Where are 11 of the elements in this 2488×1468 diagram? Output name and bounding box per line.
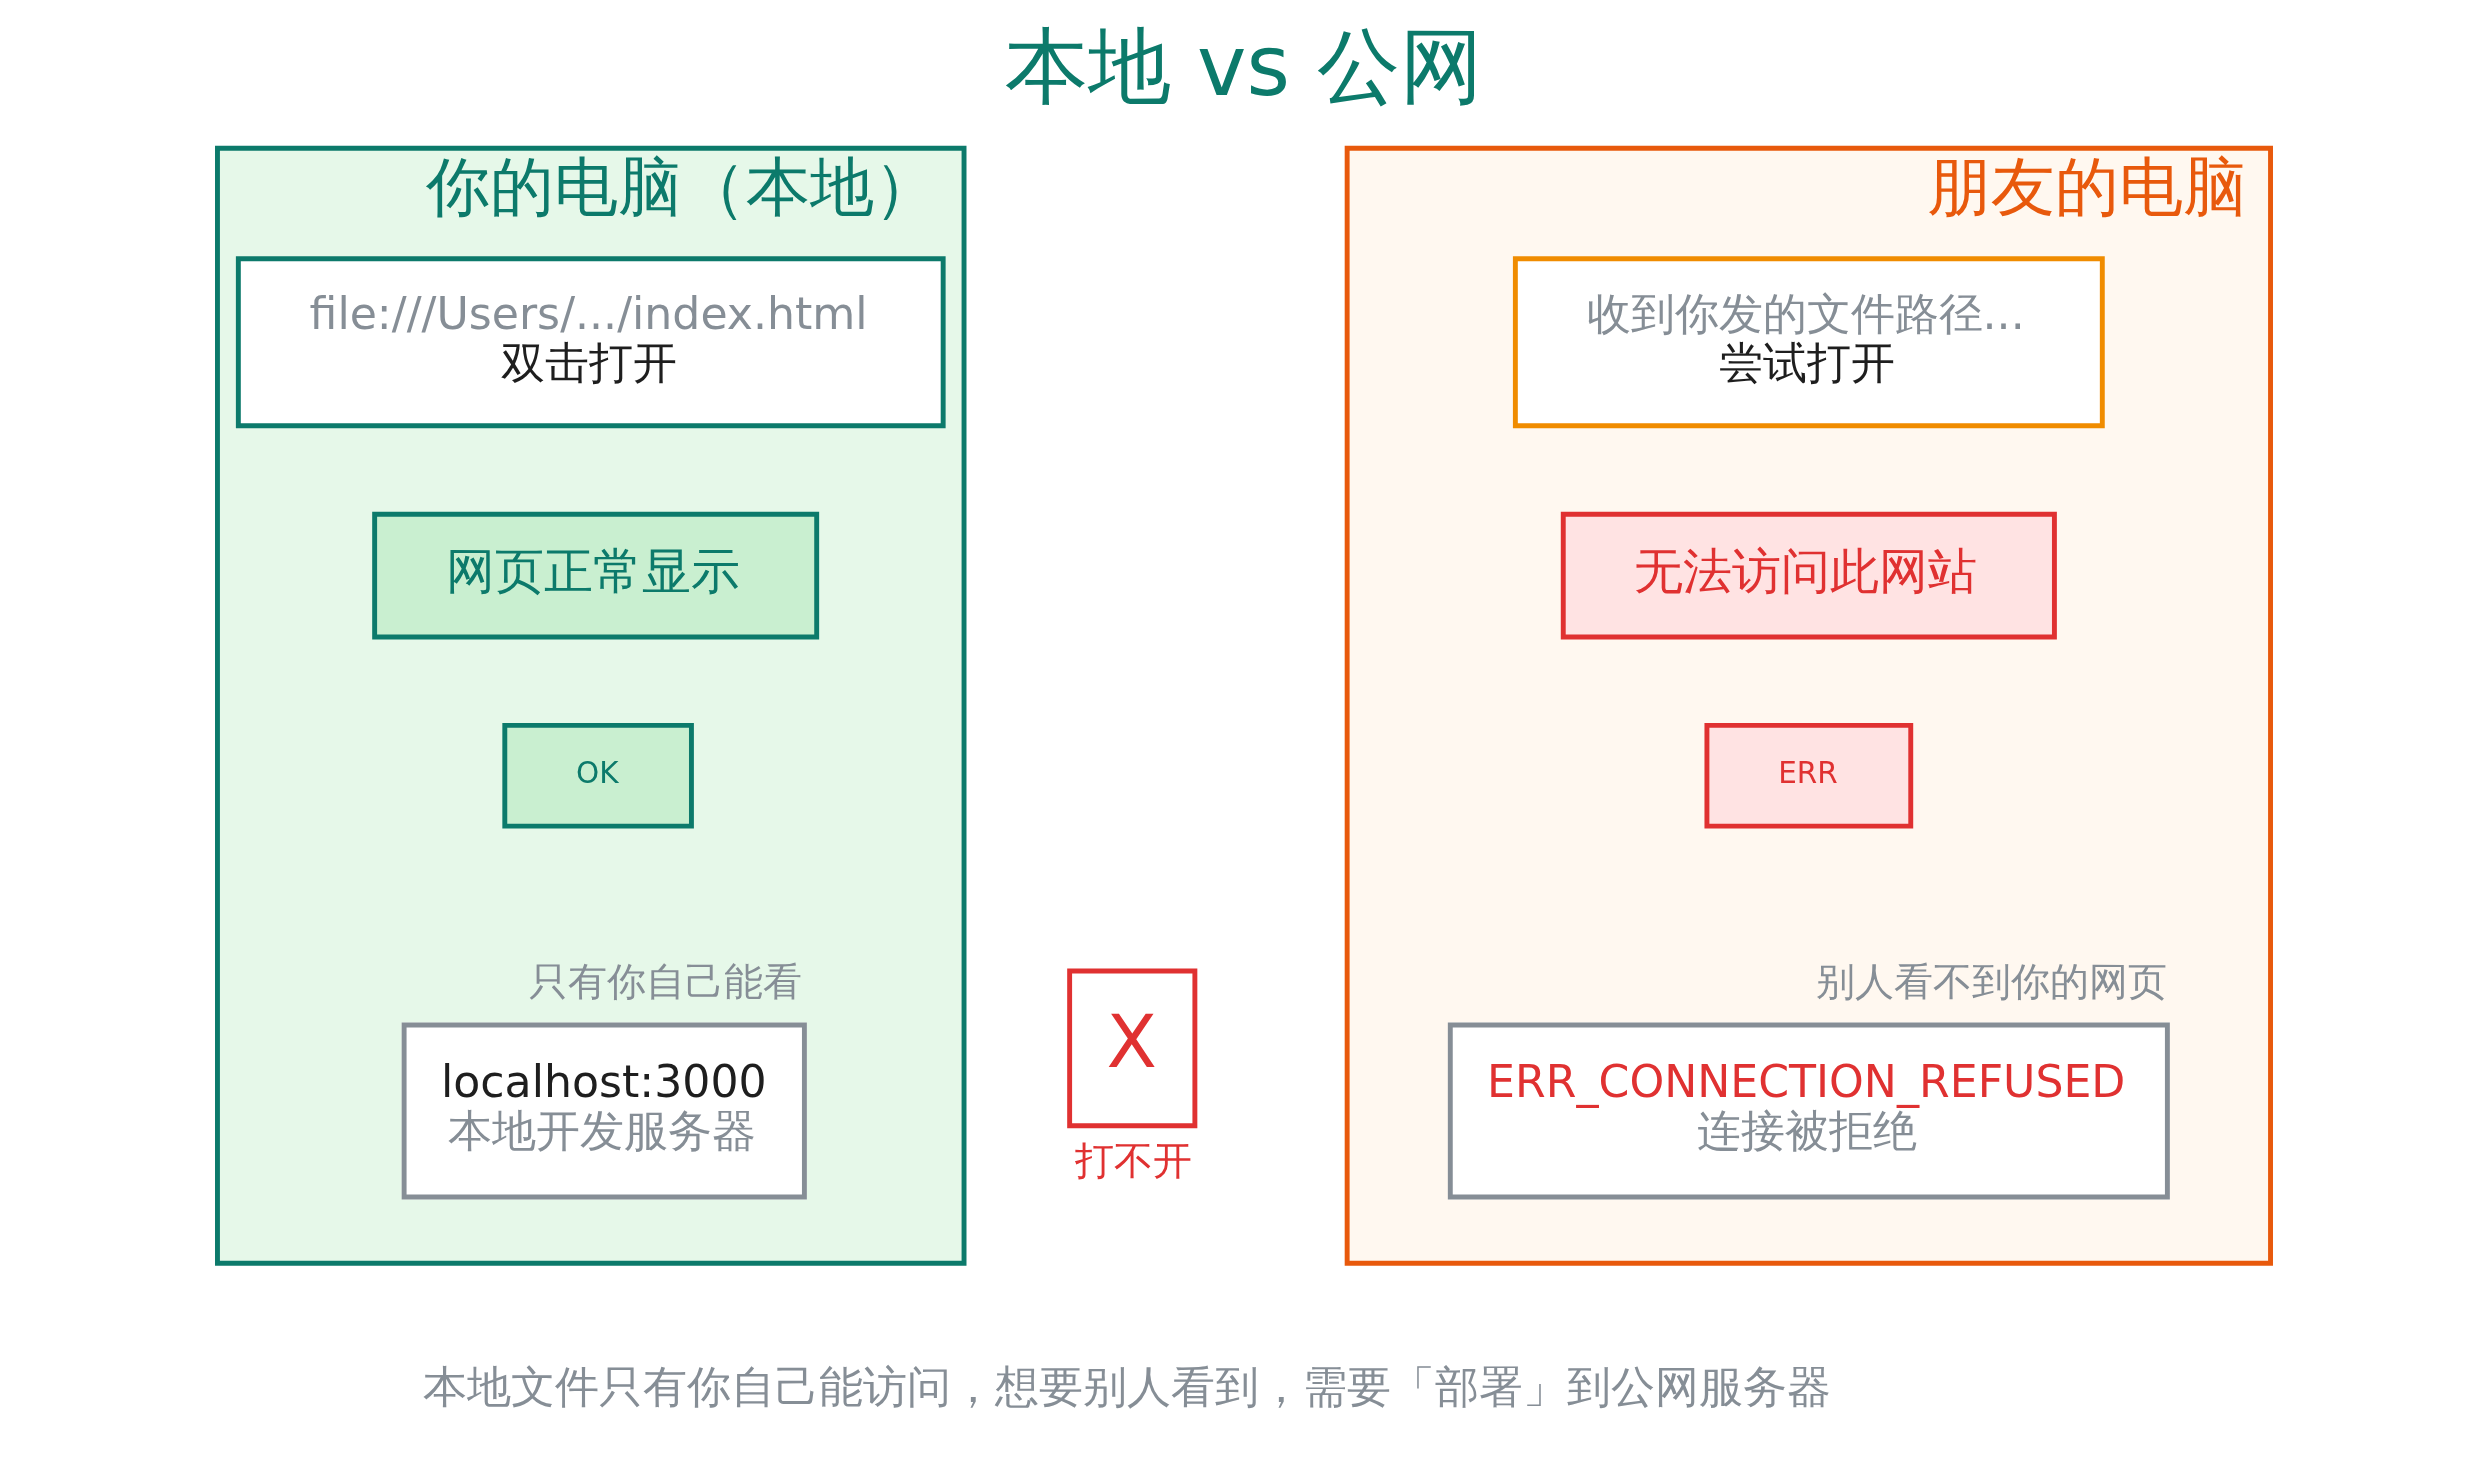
node-box: 无法访问此网站 [1560, 511, 2057, 640]
caption: 本地文件只有你自己能访问，想要别人看到，需要「部署」到公网服务器 [422, 1360, 1831, 1412]
node-box: OK [502, 722, 694, 829]
node-box: file:///Users/.../index.html 双击打开 [235, 256, 946, 429]
node-box: 网页正常显示 [372, 511, 820, 640]
diagram-title: 本地 vs 公网 [1004, 17, 1483, 115]
node-box: 收到你发的文件路径... 尝试打开 [1512, 256, 2105, 429]
node-label: 打不开 [1074, 1138, 1192, 1184]
node-box: ERR [1704, 722, 1914, 829]
node-label: 只有你自己能看 [529, 959, 803, 1005]
node-label: 别人看不到你的网页 [1816, 959, 2168, 1005]
